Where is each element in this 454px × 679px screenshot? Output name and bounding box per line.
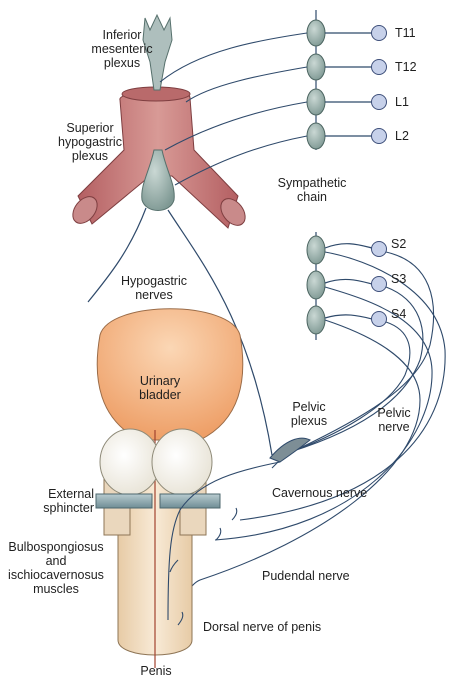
cavernous-nerve-label: Cavernous nerve [272, 486, 367, 500]
external-sphincter [96, 494, 152, 508]
level-t12-label: T12 [395, 60, 417, 74]
bulbospongiosus-label: Bulbospongiosus and ischiocavernosus mus… [8, 540, 104, 596]
sympathetic-chain [307, 10, 325, 340]
penis-label: Penis [140, 664, 171, 678]
level-l1-label: L1 [395, 95, 409, 109]
external-sphincter-right [160, 494, 220, 508]
level-s2-label: S2 [391, 237, 406, 251]
prostate-left [100, 429, 160, 495]
hypogastric-nerves-label: Hypogastric nerves [121, 274, 187, 302]
pelvic-plexus-label: Pelvic plexus [291, 400, 327, 428]
urinary-bladder-label: Urinary bladder [139, 374, 181, 402]
level-s4-label: S4 [391, 307, 406, 321]
sympathetic-chain-label: Sympathetic chain [278, 176, 347, 204]
level-l2-label: L2 [395, 129, 409, 143]
pelvic-nerve-label: Pelvic nerve [377, 406, 410, 434]
dorsal-nerve-label: Dorsal nerve of penis [203, 620, 321, 634]
superior-hypogastric-plexus-label: Superior hypogastric plexus [58, 121, 122, 163]
pudendal-nerve-label: Pudendal nerve [262, 569, 350, 583]
level-t11-label: T11 [395, 26, 416, 40]
external-sphincter-label: External sphincter [43, 487, 94, 515]
level-s3-label: S3 [391, 272, 406, 286]
inferior-mesenteric-plexus-label: Inferior mesenteric plexus [91, 28, 152, 70]
pelvic-plexus [270, 438, 310, 462]
prostate-right [152, 429, 212, 495]
